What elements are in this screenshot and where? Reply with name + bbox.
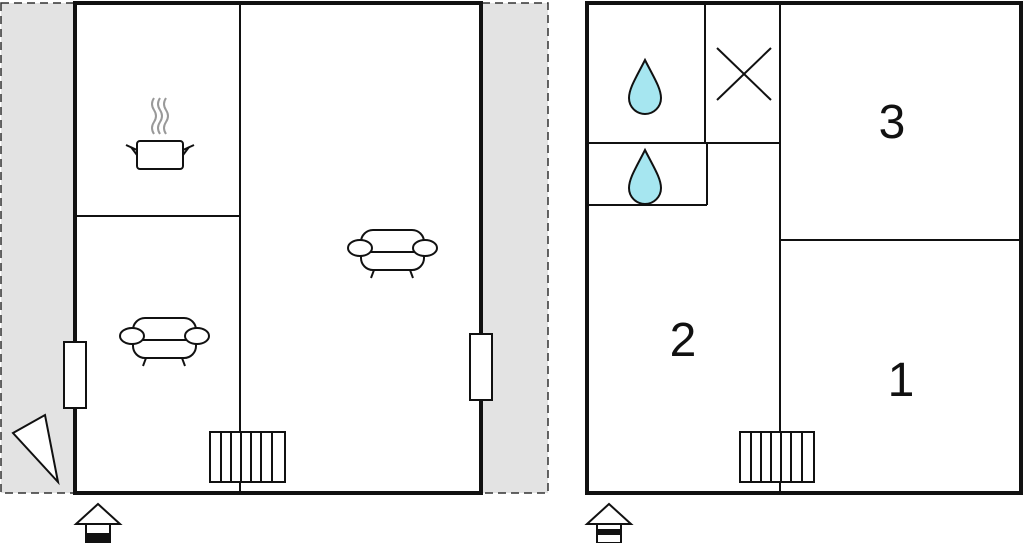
left-terrace xyxy=(0,2,75,494)
entrance-icon xyxy=(73,502,123,543)
right-terrace xyxy=(481,2,549,494)
upper-floor-outer-wall xyxy=(585,1,1023,495)
upper-floor-plan: 3 2 1 xyxy=(584,1,1023,543)
window-icon xyxy=(63,341,87,409)
toilet-cross-icon xyxy=(716,47,772,101)
sofa-icon xyxy=(347,229,438,279)
room-number-2: 2 xyxy=(670,314,697,367)
room-number-3: 3 xyxy=(879,96,906,149)
entrance-icon xyxy=(584,502,634,543)
window-icon xyxy=(469,333,493,401)
room-number-1: 1 xyxy=(888,354,915,407)
sofa-icon xyxy=(119,317,210,367)
stairs-icon xyxy=(739,431,815,483)
stairs-icon xyxy=(209,431,286,483)
ground-floor-plan xyxy=(0,1,549,543)
water-drop-icon xyxy=(627,57,663,115)
water-drop-icon xyxy=(627,147,663,205)
kitchen-pot-icon xyxy=(125,97,195,170)
compass-north-icon xyxy=(11,413,60,486)
